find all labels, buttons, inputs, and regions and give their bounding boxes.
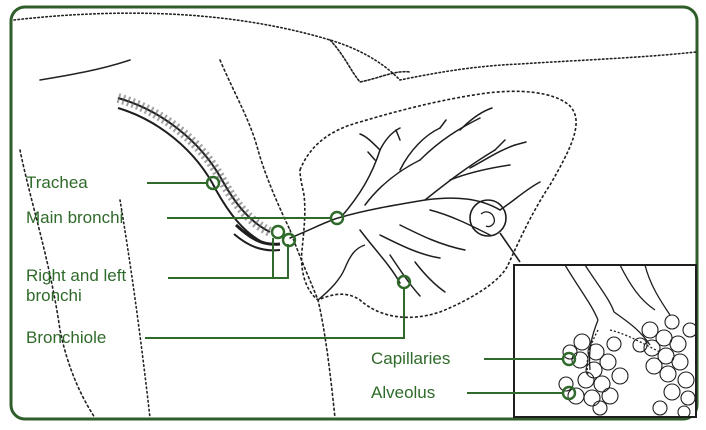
capillaries-label: Capillaries [371, 349, 450, 368]
main-bronchi-label: Main bronchi [26, 208, 123, 227]
bronchiole-label: Bronchiole [26, 328, 106, 347]
right-left-bronchi-label-line1: Right and left [26, 266, 126, 285]
alveoli-inset [514, 265, 697, 418]
magnifier-circle [470, 200, 506, 236]
alveolus-label: Alveolus [371, 383, 435, 402]
right-left-bronchi-label-line2: bronchi [26, 286, 82, 305]
right-bronchus-marker [272, 226, 284, 238]
trachea-label: Trachea [26, 173, 88, 192]
trachea-illustration [118, 98, 280, 250]
bronchial-tree [290, 108, 540, 296]
